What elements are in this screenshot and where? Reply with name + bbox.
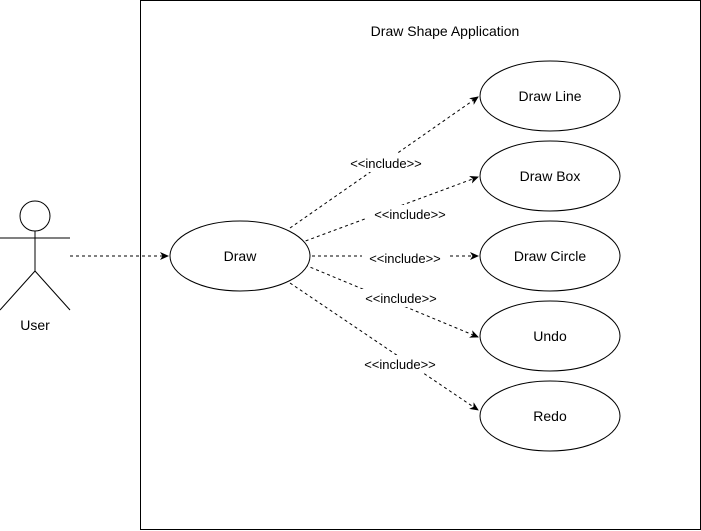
actor-user: User — [0, 200, 71, 333]
use-case-undo[interactable]: Undo — [479, 300, 621, 372]
include-label-3: <<include>> — [369, 251, 441, 266]
actor-right-leg — [34, 270, 71, 311]
system-title: Draw Shape Application — [371, 23, 520, 39]
use-case-draw-box-ellipse — [479, 140, 621, 212]
include-label-3-group: <<include>> — [362, 249, 448, 267]
use-case-draw[interactable]: Draw — [169, 220, 311, 292]
include-label-4: <<include>> — [365, 291, 437, 306]
use-case-draw-circle[interactable]: Draw Circle — [479, 220, 621, 292]
use-case-draw-line[interactable]: Draw Line — [479, 60, 621, 132]
use-case-draw-line-label: Draw Line — [518, 88, 581, 104]
include-label-5: <<include>> — [364, 357, 436, 372]
use-case-draw-label: Draw — [224, 248, 258, 264]
use-case-undo-ellipse — [479, 300, 621, 372]
use-case-undo-label: Undo — [533, 328, 567, 344]
include-label-2-group: <<include>> — [367, 205, 453, 223]
include-label-2: <<include>> — [374, 207, 446, 222]
use-case-draw-box-label: Draw Box — [520, 168, 581, 184]
include-arrow-undo — [304, 264, 479, 338]
actor-label: User — [20, 317, 50, 333]
use-case-draw-ellipse — [169, 220, 311, 292]
use-case-redo-ellipse — [479, 380, 621, 452]
include-label-5-group: <<include>> — [357, 355, 443, 373]
use-case-redo-label: Redo — [533, 408, 567, 424]
use-case-redo[interactable]: Redo — [479, 380, 621, 452]
use-case-draw-circle-label: Draw Circle — [514, 248, 587, 264]
include-arrow-redo — [289, 282, 479, 411]
include-arrow-draw-box — [299, 176, 479, 244]
use-case-draw-circle-ellipse — [479, 220, 621, 292]
include-label-1: <<include>> — [350, 156, 422, 171]
actor-left-leg — [0, 270, 36, 311]
include-label-1-group: <<include>> — [343, 154, 429, 172]
include-label-4-group: <<include>> — [358, 289, 444, 307]
use-case-draw-box[interactable]: Draw Box — [479, 140, 621, 212]
actor-head — [19, 200, 51, 232]
use-case-draw-line-ellipse — [479, 60, 621, 132]
